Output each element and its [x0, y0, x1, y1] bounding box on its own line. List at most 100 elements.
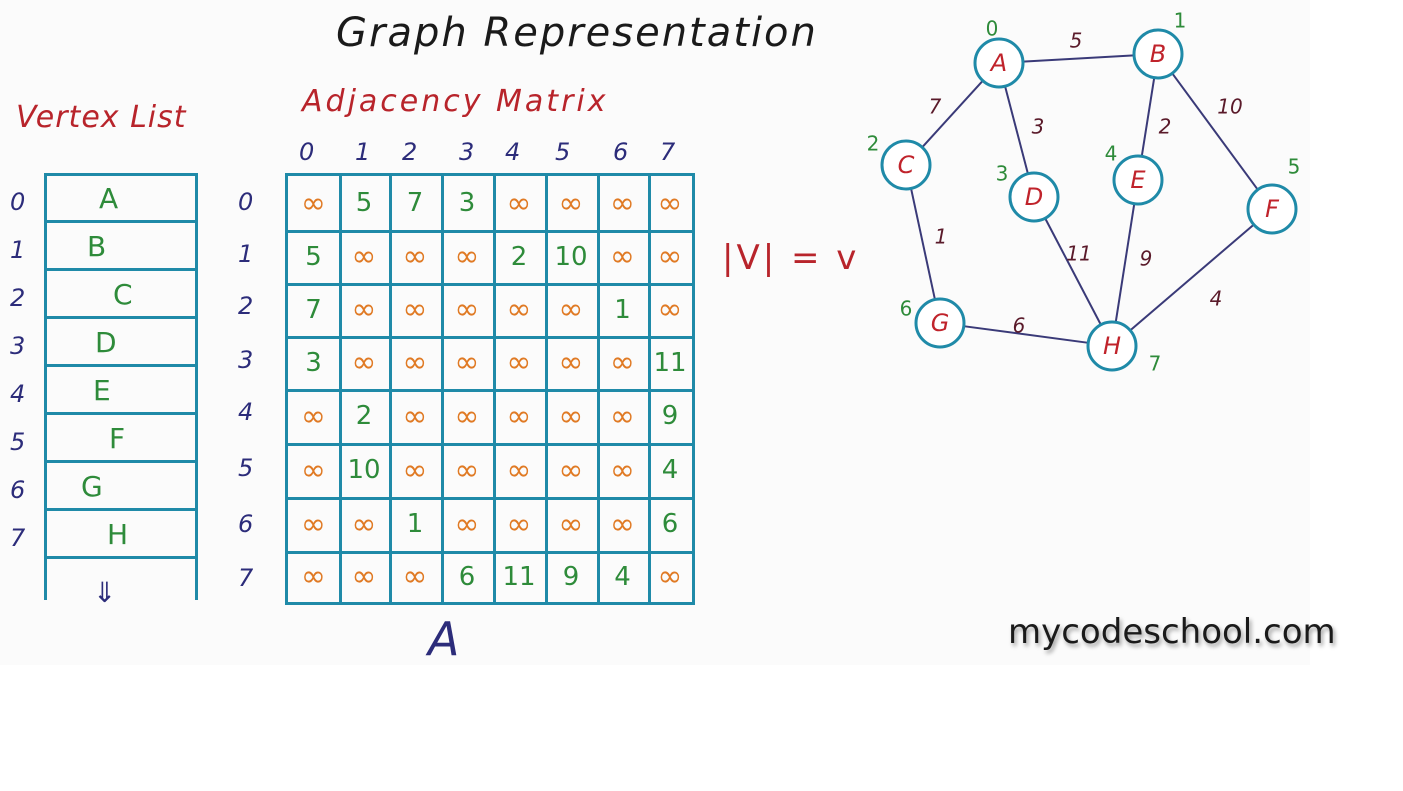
matrix-cell: 11	[502, 561, 536, 592]
matrix-cell: ∞	[301, 398, 326, 434]
edge-weight-label: 10	[1217, 95, 1242, 119]
graph-node-label: B	[1150, 40, 1166, 68]
matrix-cell: 4	[661, 455, 679, 485]
matrix-cell: 5	[355, 188, 373, 218]
vertex-list-value: D	[95, 326, 117, 359]
matrix-cell: ∞	[558, 185, 584, 221]
graph-edge	[1140, 77, 1156, 157]
graph-node-label: A	[989, 49, 1007, 77]
matrix-column-index: 1	[355, 138, 371, 166]
matrix-cell: ∞	[402, 452, 428, 488]
graph-edge	[1022, 54, 1135, 63]
matrix-row-index: 3	[238, 346, 254, 374]
matrix-cell: 2	[510, 241, 528, 272]
graph-node	[1008, 171, 1060, 223]
vertex-list-index: 7	[10, 524, 26, 552]
graph-node-index: 3	[996, 162, 1009, 186]
matrix-cell: ∞	[558, 506, 584, 542]
matrix-cell: ∞	[610, 452, 635, 488]
matrix-column-index: 5	[555, 138, 571, 166]
graph-node	[880, 139, 932, 191]
graph-edge	[963, 325, 1089, 344]
vertex-list-row: B	[47, 224, 195, 271]
matrix-cell: ∞	[558, 292, 584, 327]
matrix-cell: ∞	[558, 345, 584, 380]
edge-weight-label: 5	[1070, 29, 1083, 53]
matrix-cell: 1	[614, 294, 631, 325]
matrix-grid-line	[288, 230, 692, 233]
graph-node-index: 2	[867, 132, 880, 156]
vertex-list-value: E	[93, 374, 111, 407]
matrix-cell: ∞	[506, 506, 532, 542]
matrix-cell: ∞	[657, 292, 683, 327]
matrix-row-index: 2	[238, 292, 254, 320]
matrix-cell: ∞	[610, 398, 635, 434]
edge-weight-label: 2	[1159, 115, 1172, 139]
matrix-cell: ∞	[506, 398, 532, 434]
matrix-cell: 9	[562, 561, 580, 592]
graph-node	[973, 37, 1025, 89]
matrix-cell: ∞	[351, 345, 377, 380]
matrix-cell: 2	[355, 401, 373, 431]
matrix-cell: ∞	[402, 345, 428, 380]
matrix-cell: ∞	[402, 559, 428, 594]
edge-weight-label: 4	[1210, 287, 1223, 311]
graph-node	[1132, 28, 1184, 80]
graph-edge	[1044, 217, 1102, 326]
matrix-cell: ∞	[610, 506, 635, 542]
matrix-cell: 3	[305, 347, 322, 378]
matrix-cell: ∞	[610, 345, 635, 380]
matrix-cell: 1	[406, 509, 424, 539]
vertex-list-row: F	[47, 416, 195, 463]
edge-weight-label: 7	[929, 95, 942, 119]
edge-weight-label: 9	[1140, 247, 1153, 271]
matrix-cell: ∞	[506, 292, 532, 327]
edge-weight-label: 3	[1032, 115, 1045, 139]
matrix-cell: 6	[458, 561, 476, 592]
graph-node-index: 5	[1288, 155, 1301, 179]
graph-node-label: E	[1130, 166, 1146, 194]
matrix-cell: 10	[554, 241, 588, 272]
brand-logo: mycodeschool.com	[1008, 612, 1336, 652]
vertex-list-index: 0	[10, 188, 26, 216]
vertex-list-row: G	[47, 464, 195, 511]
matrix-row-index: 7	[238, 564, 254, 592]
graph-edge	[1171, 72, 1259, 191]
graph-node	[914, 297, 966, 349]
graph-edge	[1114, 203, 1136, 323]
matrix-cell: ∞	[454, 506, 480, 542]
matrix-grid-line	[288, 389, 692, 392]
matrix-cell: 11	[653, 347, 687, 378]
matrix-cell: ∞	[558, 452, 584, 488]
graph-edge	[1004, 85, 1029, 175]
vertex-list-value: C	[113, 278, 133, 311]
matrix-column-index: 6	[613, 138, 629, 166]
graph-edge	[910, 188, 936, 300]
matrix-cell: ∞	[657, 239, 683, 274]
graph-node-label: H	[1103, 332, 1121, 360]
matrix-cell: 7	[305, 294, 322, 325]
vertex-list-title: Vertex List	[16, 100, 187, 135]
overflow-arrow-icon: ⇓	[93, 576, 117, 609]
matrix-row-index: 6	[238, 510, 254, 538]
vertex-list-row: H	[47, 512, 195, 559]
matrix-cell: ∞	[657, 559, 683, 594]
matrix-cell: ∞	[610, 239, 635, 274]
whiteboard: Graph Representation Vertex List Adjacen…	[10, 8, 1336, 666]
matrix-cell: ∞	[506, 185, 532, 221]
matrix-cell: ∞	[351, 559, 377, 594]
vertex-list-index: 5	[10, 428, 26, 456]
matrix-cell: ∞	[301, 452, 326, 488]
matrix-cell: ∞	[402, 398, 428, 434]
matrix-grid-line	[288, 551, 692, 554]
graph-node-label: G	[931, 309, 950, 337]
graph-node-index: 7	[1149, 352, 1162, 376]
matrix-cell: ∞	[351, 506, 377, 542]
matrix-cell: 6	[661, 509, 679, 539]
matrix-row-index: 5	[238, 454, 254, 482]
matrix-cell: 7	[406, 188, 424, 218]
vertex-count-label: |V| = v	[722, 238, 860, 278]
matrix-cell: ∞	[657, 185, 683, 221]
graph-node-label: D	[1025, 183, 1043, 211]
